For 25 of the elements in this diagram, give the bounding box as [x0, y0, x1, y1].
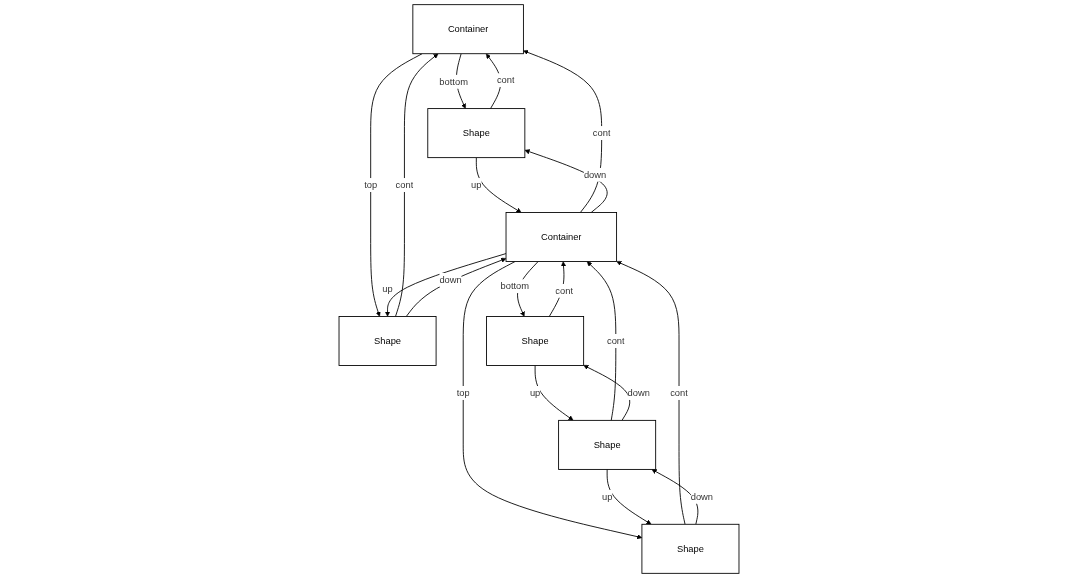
edge-label: up: [471, 179, 482, 190]
edge-label: up: [601, 491, 613, 502]
edge-label: down: [690, 491, 714, 502]
node-box: Shape: [558, 419, 657, 470]
node-box: Shape: [486, 316, 585, 366]
edge-label: bottom: [439, 76, 468, 87]
edge-label: cont: [395, 179, 414, 190]
node-box: Container: [412, 4, 524, 55]
edge-label: cont: [670, 387, 688, 398]
edge-label: cont: [606, 335, 625, 346]
edge-label: bottom: [500, 280, 530, 291]
edge-label: up: [382, 283, 393, 294]
edge-label: cont: [496, 74, 515, 85]
node-box: Shape: [641, 523, 740, 574]
edge-label: top: [364, 179, 378, 190]
edge-label: up: [529, 387, 541, 398]
edge-label: down: [583, 169, 607, 180]
edge-label: down: [627, 387, 650, 398]
node-box: Shape: [338, 316, 437, 366]
edge-label: top: [456, 387, 470, 398]
edge-label: down: [439, 274, 462, 285]
edge-label: cont: [555, 285, 573, 296]
node-box: Shape: [427, 108, 526, 159]
node-box: Container: [505, 212, 618, 262]
edge-label: cont: [592, 127, 611, 138]
